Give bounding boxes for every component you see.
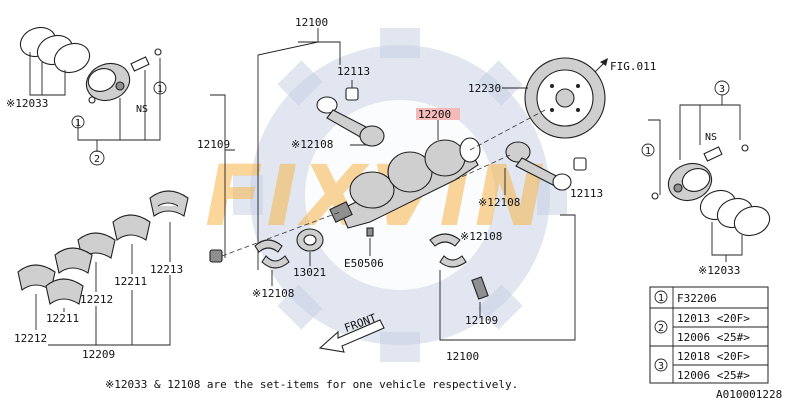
piston-rings-left [19,26,91,74]
leader-12209-group [48,275,171,346]
piston-left [85,62,131,102]
circle-2: 2 [94,154,100,165]
con-rod-top [316,96,385,147]
label-12100-top: 12100 [295,16,328,29]
label-12211-b: 12211 [46,312,79,325]
front-arrow-icon [318,319,385,353]
leader-circle1-right [648,119,661,195]
label-12108-c: ※12108 [460,230,502,243]
bearing-mid [54,247,93,274]
circle-3: 3 [719,84,725,95]
label-12209: 12209 [82,348,115,361]
leader-12100-top [298,28,341,65]
crankshaft [329,137,481,229]
label-12211-a: 12211 [114,275,147,288]
bearing-halves-center [429,233,467,268]
label-12230: 12230 [468,82,501,95]
label-12033-right: ※12033 [698,264,740,277]
label-12108-a: ※12108 [291,138,333,151]
main-bearings [17,190,189,305]
bearing-12211-b [45,278,84,305]
circle-1-b: 1 [157,84,163,95]
legend-num-2: 2 [658,323,664,334]
label-12113-top: 12113 [337,65,370,78]
flywheel [524,57,606,139]
diagram-code: A010001228 [716,388,782,400]
bushing-12113-right [573,157,587,171]
dash-flywheel [469,109,546,151]
piston-pin-right [651,144,749,200]
legend-text-4: 12018 <20F> [677,350,750,363]
piston-pin-left [88,48,162,104]
label-12212-b: 12212 [14,332,47,345]
piston-rings-right [699,189,771,237]
ns-left: NS [136,104,148,115]
bushing-12113-top [345,87,359,101]
label-12100-bottom: 12100 [446,350,479,363]
bolt-center [471,276,489,300]
label-12200: 12200 [418,108,451,121]
label-12109-bottom: 12109 [465,314,498,327]
label-12213: 12213 [150,263,183,276]
label-fig-011: FIG.011 [610,60,656,73]
bearing-pair-lower-left [254,239,290,269]
circle-1-a: 1 [75,118,81,129]
legend-table: 1 F32206 2 12013 <20F> 12006 <25#> 3 120… [649,286,769,384]
legend-text-3: 12006 <25#> [677,331,750,344]
arrow-fig-head [600,58,608,66]
label-e50506: E50506 [344,257,384,270]
leader-group-3-right [679,95,741,160]
legend-text-1: F32206 [677,292,717,305]
legend-num-1: 1 [658,293,664,304]
leader-12100-right [439,214,576,341]
label-12033-left: ※12033 [6,97,48,110]
legend-text-2: 12013 <20F> [677,312,750,325]
bearing-12211-a [112,214,151,241]
key-e50506 [366,227,374,237]
legend-text-5: 12006 <25#> [677,369,750,382]
label-12108-d: ※12108 [252,287,294,300]
label-12113-right: 12113 [570,187,603,200]
leader-12033-left [29,52,66,96]
bolt-left [209,249,223,263]
leader-12100-down [257,41,319,270]
legend-num-3: 3 [658,361,664,372]
dash-rod-right [454,154,511,181]
con-rod-right [505,141,572,191]
leader-group-2-left [77,58,161,141]
footnote: ※12033 & 12108 are the set-items for one… [105,378,518,391]
circle-1-c: 1 [645,146,651,157]
dash-crank-left [221,211,341,257]
label-12212-a: 12212 [80,293,113,306]
gear-13021 [296,228,324,252]
piston-right [667,162,713,202]
bearing-12213 [149,190,189,217]
label-13021: 13021 [293,266,326,279]
label-12109-left: 12109 [197,138,230,151]
ns-right: NS [705,132,717,143]
label-12108-b: ※12108 [478,196,520,209]
highlight-12200 [416,108,460,120]
leader-12033-right [711,222,743,262]
leader-12109-left [210,94,235,258]
